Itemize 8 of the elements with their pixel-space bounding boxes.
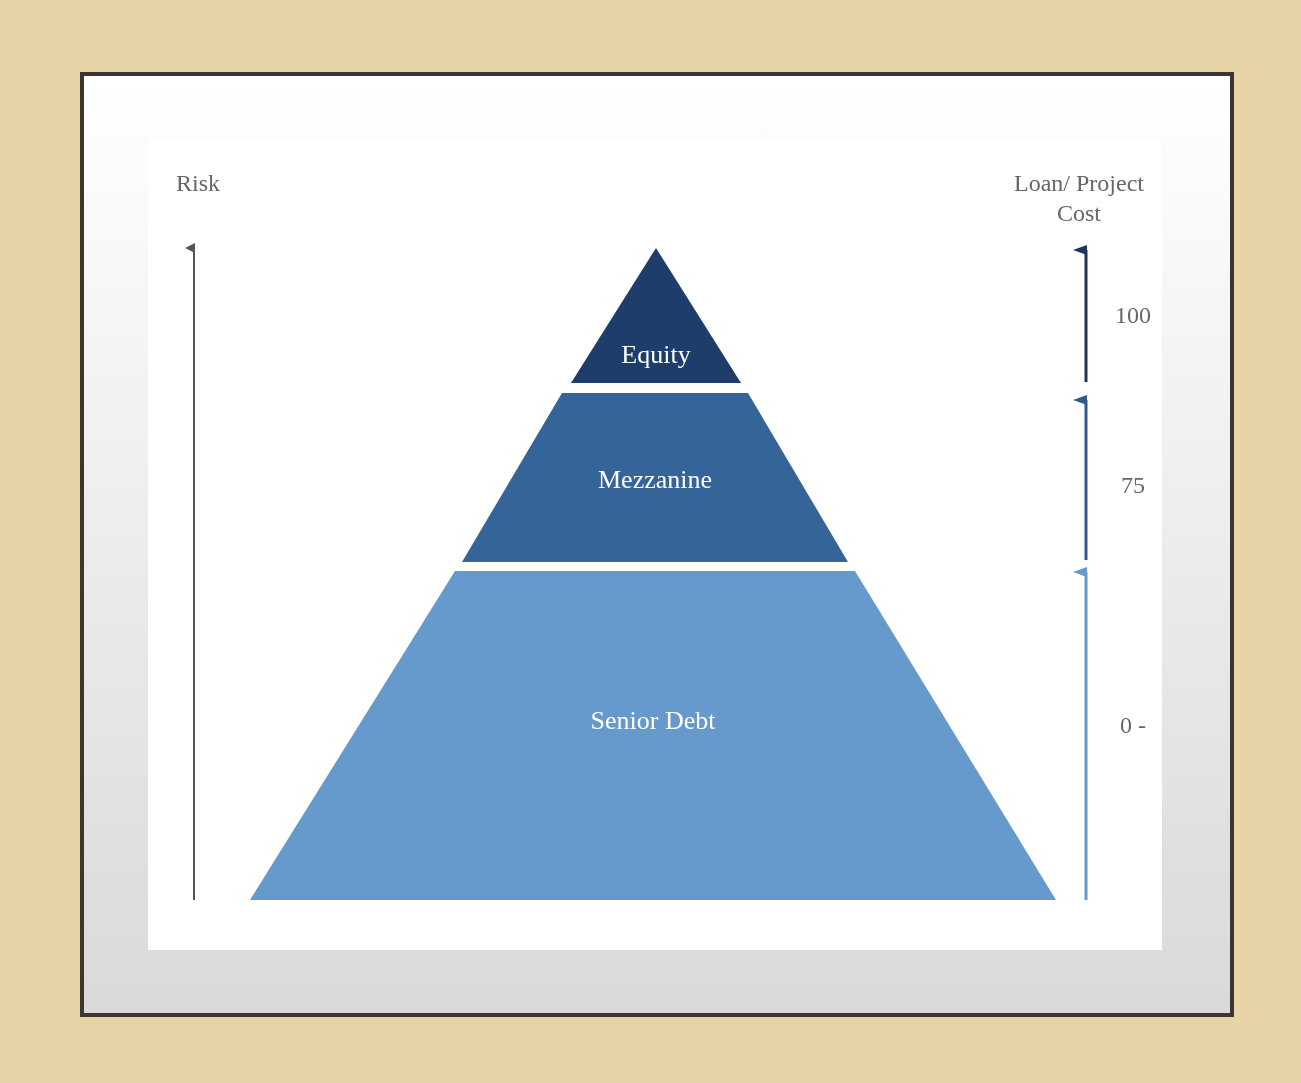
value-label: 75 bbox=[1120, 471, 1146, 500]
value-label: 0 - bbox=[1119, 711, 1147, 740]
tier-label: Mezzanine bbox=[596, 465, 713, 495]
axis-label: Loan/ Project Cost bbox=[1013, 169, 1145, 228]
value-label: 100 bbox=[1114, 301, 1152, 330]
axis-label: Risk bbox=[175, 169, 221, 198]
tier-label: Equity bbox=[620, 340, 692, 370]
tier-label: Senior Debt bbox=[589, 706, 717, 736]
